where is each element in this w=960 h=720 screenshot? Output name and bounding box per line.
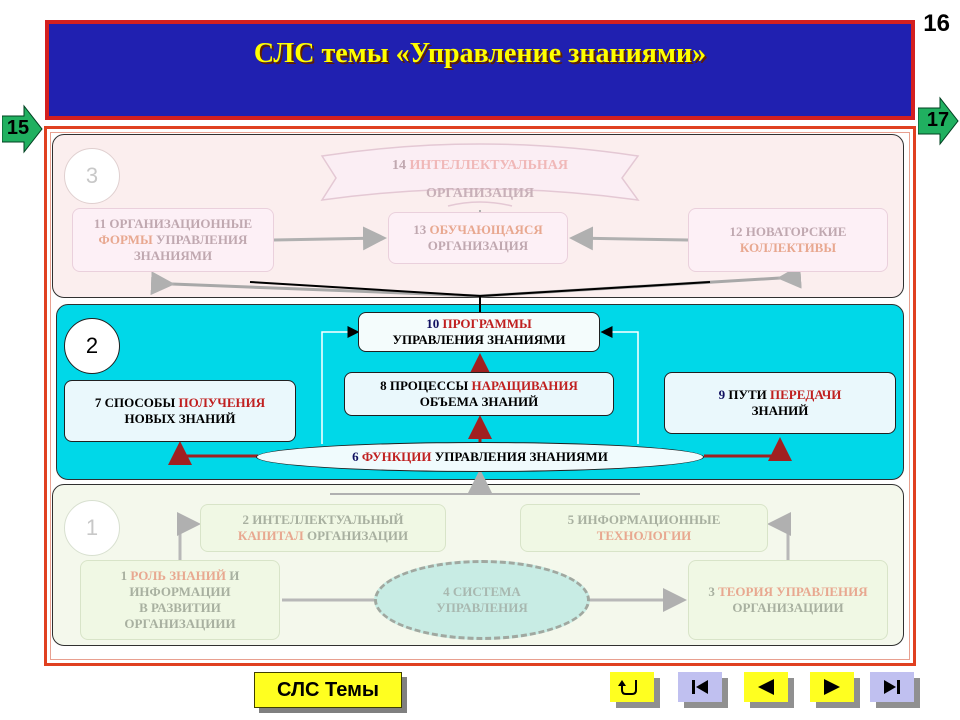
node-9[interactable]: 9 ПУТИ ПЕРЕДАЧИ ЗНАНИЙ <box>664 372 896 434</box>
node-11[interactable]: 11 ОРГАНИЗАЦИОННЫЕ ФОРМЫ УПРАВЛЕНИЯ ЗНАН… <box>72 208 274 272</box>
node-number: 6 <box>352 449 359 464</box>
node-4[interactable]: 4 СИСТЕМА УПРАВЛЕНИЯ <box>374 560 590 640</box>
node-6[interactable]: 6 ФУНКЦИИ УПРАВЛЕНИЯ ЗНАНИЯМИ <box>256 442 704 472</box>
sls-topic-button[interactable]: СЛС Темы <box>254 672 402 708</box>
previous-button[interactable] <box>744 672 788 702</box>
next-button[interactable] <box>810 672 854 702</box>
node-10[interactable]: 10 ПРОГРАММЫ УПРАВЛЕНИЯ ЗНАНИЯМИ <box>358 312 600 352</box>
node-number: 3 <box>708 584 715 599</box>
slide-title: СЛС темы «Управление знаниями» <box>253 38 707 69</box>
skip-first-icon <box>692 680 708 694</box>
node-number: 11 <box>93 216 107 231</box>
node-text: ОРГАНИЗАЦИОННЫЕ <box>109 216 253 231</box>
node-highlight: КАПИТАЛ <box>237 528 304 543</box>
node-number: 2 <box>242 512 249 527</box>
next-slide-number: 17 <box>926 109 950 131</box>
node-text: УПРАВЛЕНИЯ <box>436 600 528 615</box>
node-text: И <box>229 568 240 583</box>
node-text: ОРГАНИЗАЦИЯ <box>427 238 529 253</box>
node-13[interactable]: 13 ОБУЧАЮЩАЯСЯ ОРГАНИЗАЦИЯ <box>388 212 568 264</box>
node-number: 10 <box>426 316 440 331</box>
return-button[interactable] <box>610 672 654 702</box>
banner-scroll-icon <box>320 143 640 207</box>
node-highlight: КОЛЛЕКТИВЫ <box>739 240 837 255</box>
node-text: НОВАТОРСКИЕ <box>745 224 847 239</box>
node-text: ИНФОРМАЦИОННЫЕ <box>577 512 721 527</box>
node-5[interactable]: 5 ИНФОРМАЦИОННЫЕ ТЕХНОЛОГИИ <box>520 504 768 552</box>
node-2[interactable]: 2 ИНТЕЛЛЕКТУАЛЬНЫЙ КАПИТАЛ ОРГАНИЗАЦИИ <box>200 504 446 552</box>
node-3[interactable]: 3 ТЕОРИЯ УПРАВЛЕНИЯ ОРГАНИЗАЦИИИ <box>688 560 888 640</box>
node-highlight: ФУНКЦИИ <box>361 449 432 464</box>
node-highlight: НАРАЩИВАНИЯ <box>471 378 578 393</box>
node-number: 4 <box>443 584 450 599</box>
return-arrow-icon <box>618 680 637 695</box>
diagram-frame <box>44 126 916 666</box>
prev-slide-arrow[interactable]: 15 <box>1 104 43 154</box>
node-highlight: ПОЛУЧЕНИЯ <box>178 395 266 410</box>
node-12[interactable]: 12 НОВАТОРСКИЕ КОЛЛЕКТИВЫ <box>688 208 888 272</box>
node-highlight: ТЕОРИЯ УПРАВЛЕНИЯ <box>718 584 868 599</box>
node-8[interactable]: 8 ПРОЦЕССЫ НАРАЩИВАНИЯ ОБЪЕМА ЗНАНИЙ <box>344 372 614 416</box>
level-3-marker: 3 <box>64 148 120 204</box>
node-number: 5 <box>567 512 575 527</box>
last-slide-button[interactable] <box>870 672 914 702</box>
node-number: 9 <box>718 387 726 402</box>
node-text: СПОСОБЫ <box>104 395 176 410</box>
node-number: 7 <box>94 395 102 410</box>
node-1[interactable]: 1 РОЛЬ ЗНАНИЙ И ИНФОРМАЦИИ В РАЗВИТИИ ОР… <box>80 560 280 640</box>
node-text: ЗНАНИЯМИ <box>133 248 213 263</box>
node-text: ОРГАНИЗАЦИИИ <box>124 616 236 631</box>
node-text: СИСТЕМА <box>452 584 521 599</box>
node-number: 1 <box>120 568 128 583</box>
node-text: ИНТЕЛЛЕКТУАЛЬНЫЙ <box>252 512 404 527</box>
node-text: ЗНАНИЙ <box>751 403 809 418</box>
node-highlight: ОБУЧАЮЩАЯСЯ <box>429 222 543 237</box>
slide-number: 16 <box>923 10 950 37</box>
title-banner: СЛС темы «Управление знаниями» <box>45 20 915 120</box>
level-1-marker: 1 <box>64 500 120 556</box>
node-14[interactable]: 14 ИНТЕЛЛЕКТУАЛЬНАЯ <box>330 158 630 174</box>
node-number: 13 <box>413 222 427 237</box>
arrow-right-icon <box>917 96 959 146</box>
node-number: 14 <box>392 158 406 173</box>
skip-last-icon <box>884 680 900 694</box>
node-highlight: ФОРМЫ <box>98 232 153 247</box>
node-number: 12 <box>729 224 743 239</box>
node-text: ОБЪЕМА ЗНАНИЙ <box>419 394 539 409</box>
node-text: В РАЗВИТИИ <box>139 600 221 615</box>
triangle-right-icon <box>824 679 840 695</box>
arrow-right-icon <box>1 104 43 154</box>
node-14-line-2: ОРГАНИЗАЦИЯ <box>425 186 535 201</box>
level-2-marker: 2 <box>64 318 120 374</box>
prev-slide-number: 15 <box>6 117 30 139</box>
node-text: ПРОЦЕССЫ <box>389 378 469 393</box>
node-text: ОРГАНИЗАЦИИИ <box>732 600 844 615</box>
node-highlight: РОЛЬ ЗНАНИЙ <box>130 568 226 583</box>
node-text: ИНТЕЛЛЕКТУАЛЬНАЯ <box>409 158 568 173</box>
node-text: НОВЫХ ЗНАНИЙ <box>124 411 236 426</box>
next-slide-arrow[interactable]: 17 <box>917 96 959 146</box>
node-text: УПРАВЛЕНИЯ ЗНАНИЯМИ <box>434 449 608 464</box>
node-text: УПРАВЛЕНИЯ ЗНАНИЯМИ <box>392 332 566 347</box>
node-7[interactable]: 7 СПОСОБЫ ПОЛУЧЕНИЯ НОВЫХ ЗНАНИЙ <box>64 380 296 442</box>
triangle-left-icon <box>758 679 774 695</box>
node-highlight: ПЕРЕДАЧИ <box>770 387 842 402</box>
node-text: ПУТИ <box>728 387 767 402</box>
node-text: УПРАВЛЕНИЯ <box>155 232 248 247</box>
node-highlight: ТЕХНОЛОГИИ <box>596 528 692 543</box>
node-text: ОРГАНИЗАЦИИ <box>306 528 409 543</box>
node-highlight: ПРОГРАММЫ <box>442 316 532 331</box>
diagram-frame-inner <box>50 132 910 660</box>
first-slide-button[interactable] <box>678 672 722 702</box>
node-text: ИНФОРМАЦИИ <box>129 584 231 599</box>
node-number: 8 <box>380 378 387 393</box>
